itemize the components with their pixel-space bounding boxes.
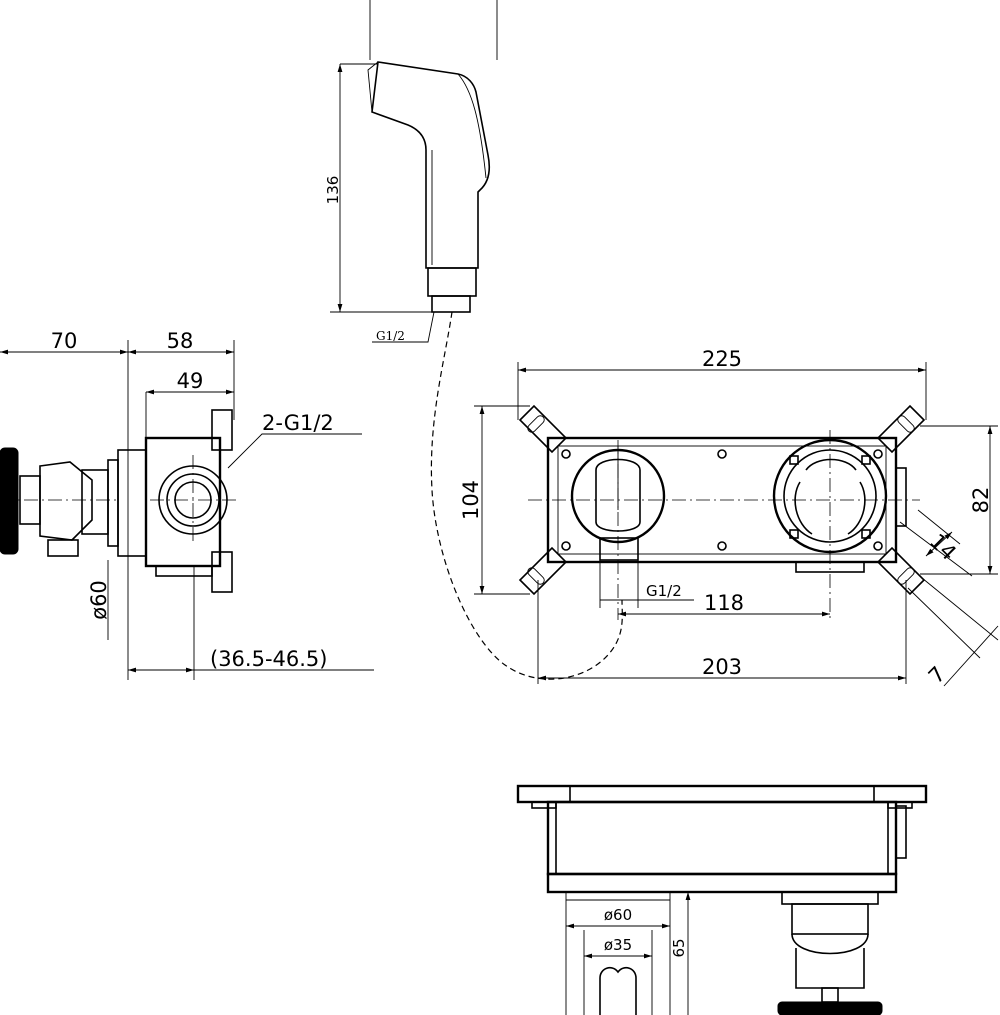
slot-width-label: 14 — [925, 529, 961, 565]
spacing-label: 118 — [704, 591, 744, 615]
mixer-spoke-top — [805, 458, 857, 471]
inlet-label: 2-G1/2 — [262, 411, 334, 435]
outlet-label: G1/2 — [646, 582, 682, 600]
mixer-sleeve — [791, 903, 869, 935]
side-tab — [895, 467, 907, 527]
flange-end-right — [873, 785, 927, 803]
hose-dashed — [430, 311, 623, 680]
screw-hole — [717, 541, 727, 551]
valve-plate — [107, 459, 119, 547]
handset-spray-face — [367, 61, 379, 113]
screw-hole — [873, 541, 883, 551]
rosette-label: ø60 — [604, 906, 632, 924]
screw-hole — [561, 541, 571, 551]
valve-body — [144, 436, 222, 568]
bracket-slot-bottom-right — [897, 567, 915, 585]
inlet-leader-line — [227, 433, 362, 469]
box-side-tab — [895, 805, 907, 859]
thread-leader-line — [372, 311, 435, 343]
mixer-stem — [821, 987, 839, 1003]
screw-hole — [873, 449, 883, 459]
mixer-escutcheon — [781, 891, 879, 905]
mixer-lug — [861, 529, 871, 539]
flange-end-left — [517, 785, 571, 803]
mount-tab-bottom — [211, 551, 233, 593]
bracket-slot-top-left — [527, 415, 545, 433]
valve-base — [155, 565, 213, 577]
mixer-lug — [861, 455, 871, 465]
dim-7-line — [943, 625, 999, 687]
handset-outline — [371, 61, 491, 269]
bracket-top-right — [876, 404, 926, 454]
front-view: 225 104 — [459, 347, 999, 688]
hole-spacing-label: 203 — [702, 655, 742, 679]
diameter-label: ø60 — [87, 580, 111, 620]
box-body — [546, 800, 898, 876]
inner-label: ø35 — [604, 936, 632, 954]
inner-width-label: 49 — [177, 369, 204, 393]
box-base — [546, 872, 898, 894]
side-view: 70 58 49 2-G1/2 ø60 (36.5-46.5) — [0, 329, 374, 680]
handle-outlet — [47, 539, 79, 557]
mixer-knob — [777, 1001, 883, 1015]
depth-label: 70 — [51, 329, 78, 353]
side-height-label: 82 — [969, 487, 993, 514]
handset-thread — [431, 295, 471, 313]
handset-height-label: 136 — [324, 176, 342, 205]
bracket-slot-top-right — [897, 415, 915, 433]
height-label: 104 — [459, 480, 483, 520]
slot-length-label: 7 — [924, 662, 950, 688]
mixer-spoke-left — [794, 481, 813, 535]
mount-tab-top — [211, 409, 233, 451]
overall-width-label: 225 — [702, 347, 742, 371]
bottom-view: ø60 ø35 65 — [516, 784, 928, 1015]
control-knob — [0, 447, 19, 555]
holder-cradle — [599, 966, 637, 1015]
handset-view: 136 G1/2 — [324, 0, 623, 680]
outlet-fitting — [599, 537, 639, 561]
dim-14-line — [925, 531, 953, 557]
projection-label: 65 — [670, 938, 688, 957]
dim-14-extension-b — [917, 509, 961, 545]
top-flange — [516, 784, 928, 804]
bracket-bottom-left — [518, 546, 568, 596]
body-width-label: 58 — [167, 329, 194, 353]
screw-hole — [717, 449, 727, 459]
handle-hub — [39, 461, 93, 541]
mixer-cap — [791, 933, 869, 955]
bracket-bottom-right — [876, 546, 926, 596]
handle-stem — [81, 469, 109, 535]
bracket-slot-bottom-left — [527, 567, 545, 585]
valve-flange — [117, 449, 147, 557]
handset-connector — [427, 267, 477, 297]
mixer-lug — [789, 529, 799, 539]
mixer-spoke-right — [847, 481, 866, 535]
bracket-top-left — [518, 404, 568, 454]
wall-range-label: (36.5-46.5) — [210, 647, 327, 671]
dim-7-extension-b — [921, 577, 999, 641]
dim-7-extension-a — [907, 587, 981, 659]
screw-hole — [561, 449, 571, 459]
mixer-lug — [789, 455, 799, 465]
handset-highlight — [457, 73, 487, 179]
handset-thread-label: G1/2 — [376, 329, 405, 343]
outlet-insert — [595, 458, 641, 532]
